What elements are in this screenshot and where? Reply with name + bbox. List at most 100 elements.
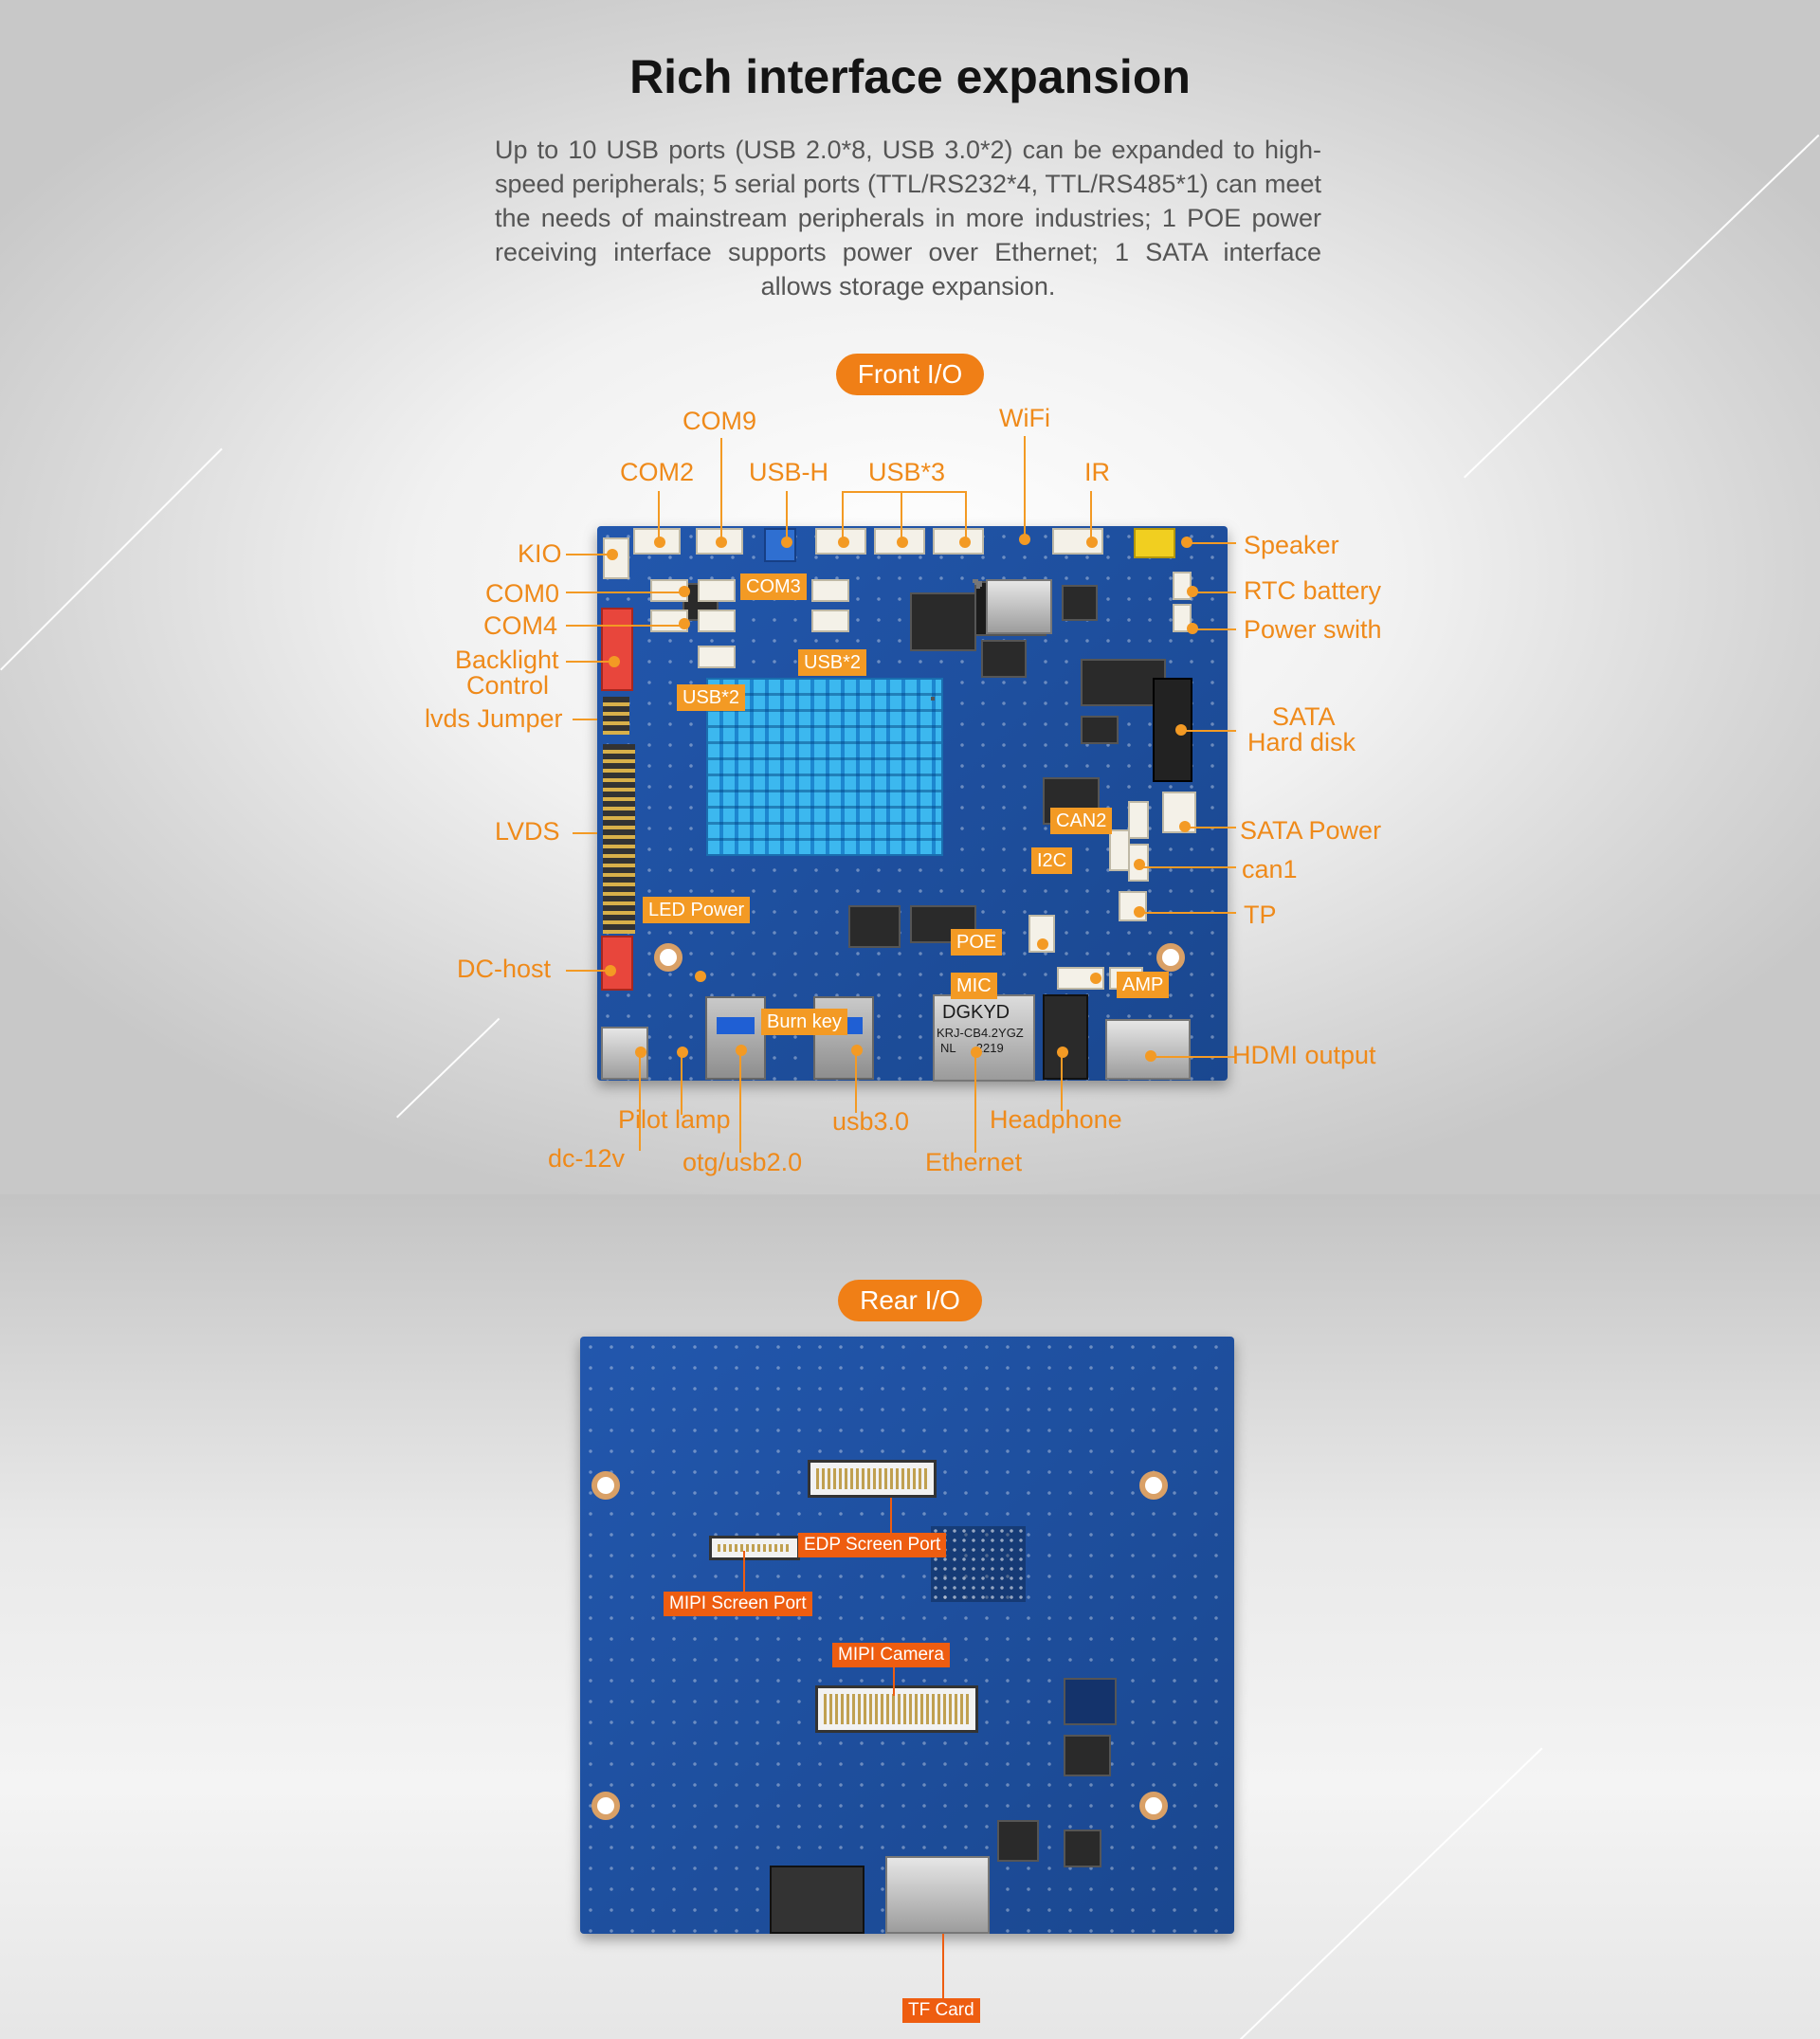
leader-line (743, 1551, 745, 1593)
callout-dot (677, 1047, 688, 1058)
mipi-screen-connector (709, 1536, 800, 1560)
eth-chip (848, 905, 901, 948)
leader-line (974, 1052, 976, 1153)
otg-usb-port (705, 996, 766, 1080)
leader-line (1196, 592, 1236, 593)
callout-dot (1086, 537, 1098, 548)
backlight-connector (601, 608, 633, 691)
leader-line (1143, 912, 1236, 914)
label-sata: SATA (1272, 702, 1336, 731)
leader-line (681, 1052, 682, 1115)
label-power: Power swith (1244, 615, 1382, 644)
rear-section: Rear I/O EDP Screen Port MIPI Screen Por… (0, 1194, 1820, 2039)
label-com9: COM9 (682, 407, 757, 435)
mounting-hole (654, 943, 682, 972)
tag-i2c: I2C (1031, 847, 1073, 874)
leader-line (942, 1934, 944, 1998)
leader-line (901, 491, 902, 538)
component-area (931, 1526, 1026, 1602)
label-dc12v: dc-12v (548, 1144, 626, 1173)
callout-dot (1187, 623, 1198, 634)
speaker-connector (1134, 528, 1175, 558)
usb-connector-2 (874, 528, 925, 555)
can-chip (931, 697, 935, 701)
callout-dot (695, 971, 706, 982)
label-ethernet: Ethernet (925, 1148, 1023, 1176)
soc-chip-main (910, 592, 976, 651)
leader-line (566, 661, 610, 663)
leader-line (1155, 1056, 1236, 1058)
tag-can2: CAN2 (1050, 808, 1113, 834)
com3-connector-b (698, 610, 736, 632)
label-headphone: Headphone (990, 1105, 1122, 1134)
tf-card-slot (885, 1856, 990, 1934)
callout-dot (679, 586, 690, 597)
lvds-pins (603, 744, 635, 934)
usb2-connector-c (811, 610, 849, 632)
mounting-hole (592, 1792, 620, 1820)
leader-line (573, 719, 597, 720)
leader-line (739, 1052, 741, 1153)
callout-dot (635, 1047, 646, 1058)
leader-line (720, 438, 722, 538)
callout-dot (1181, 537, 1192, 548)
label-com4: COM4 (483, 611, 558, 640)
rear-chip (1064, 1678, 1117, 1725)
label-sata-power: SATA Power (1240, 816, 1382, 845)
page-description: Up to 10 USB ports (USB 2.0*8, USB 3.0*2… (495, 136, 1321, 300)
rear-chip (997, 1820, 1039, 1862)
tag-usb2-right: USB*2 (798, 649, 867, 676)
callout-dot (679, 618, 690, 629)
label-kio: KIO (518, 539, 562, 568)
ethernet-text-2: KRJ-CB4.2YGZ (937, 1026, 1024, 1040)
callout-dot (1134, 906, 1145, 918)
mounting-hole (1139, 1792, 1168, 1820)
rear-board-image (580, 1337, 1234, 1934)
label-otg: otg/usb2.0 (682, 1148, 803, 1176)
usb-hub-chip (1062, 585, 1098, 621)
label-wifi: WiFi (999, 404, 1050, 432)
tag-mipi-camera: MIPI Camera (832, 1643, 950, 1667)
tag-com3: COM3 (740, 573, 807, 600)
rear-io-badge: Rear I/O (838, 1280, 982, 1321)
callout-dot (781, 537, 792, 548)
label-ir: IR (1084, 458, 1110, 486)
label-backlight: Backlight (455, 646, 559, 674)
label-usb30: usb3.0 (832, 1107, 910, 1136)
decor-line (1464, 134, 1820, 479)
rear-ethernet (770, 1866, 864, 1934)
tag-usb2-left: USB*2 (677, 684, 746, 711)
tag-edp: EDP Screen Port (798, 1533, 947, 1557)
leader-line (1196, 628, 1236, 630)
leader-line (890, 1498, 892, 1534)
ethernet-port (933, 994, 1035, 1082)
label-com0: COM0 (485, 579, 560, 608)
label-com2: COM2 (620, 458, 695, 486)
callout-dot (1134, 859, 1145, 870)
lvds-jumper-pins (603, 697, 629, 735)
tag-mipi-screen: MIPI Screen Port (664, 1592, 812, 1616)
wifi-module-final-real (974, 579, 978, 583)
callout-dot (716, 537, 727, 548)
heatsink (706, 678, 943, 856)
label-lvds: LVDS (495, 817, 560, 846)
callout-dot (1090, 973, 1101, 984)
mounting-hole (1139, 1471, 1168, 1500)
tag-amp: AMP (1117, 972, 1170, 998)
callout-dot (1057, 1047, 1068, 1058)
com3-connector-a (698, 579, 736, 602)
decor-line (0, 447, 223, 671)
mounting-hole (1156, 943, 1185, 972)
decor-line (396, 1017, 500, 1119)
callout-dot (1179, 821, 1191, 832)
leader-line (842, 491, 844, 538)
callout-dot (897, 537, 908, 548)
mounting-hole (592, 1471, 620, 1500)
leader-line (893, 1667, 895, 1696)
front-section: Rich interface expansion Up to 10 USB po… (0, 0, 1820, 1194)
usb2-connector-b (811, 579, 849, 602)
leader-line (658, 491, 660, 538)
tag-mic: MIC (951, 973, 997, 999)
label-tp: TP (1244, 901, 1277, 929)
label-lvds-jumper: lvds Jumper (425, 704, 563, 733)
